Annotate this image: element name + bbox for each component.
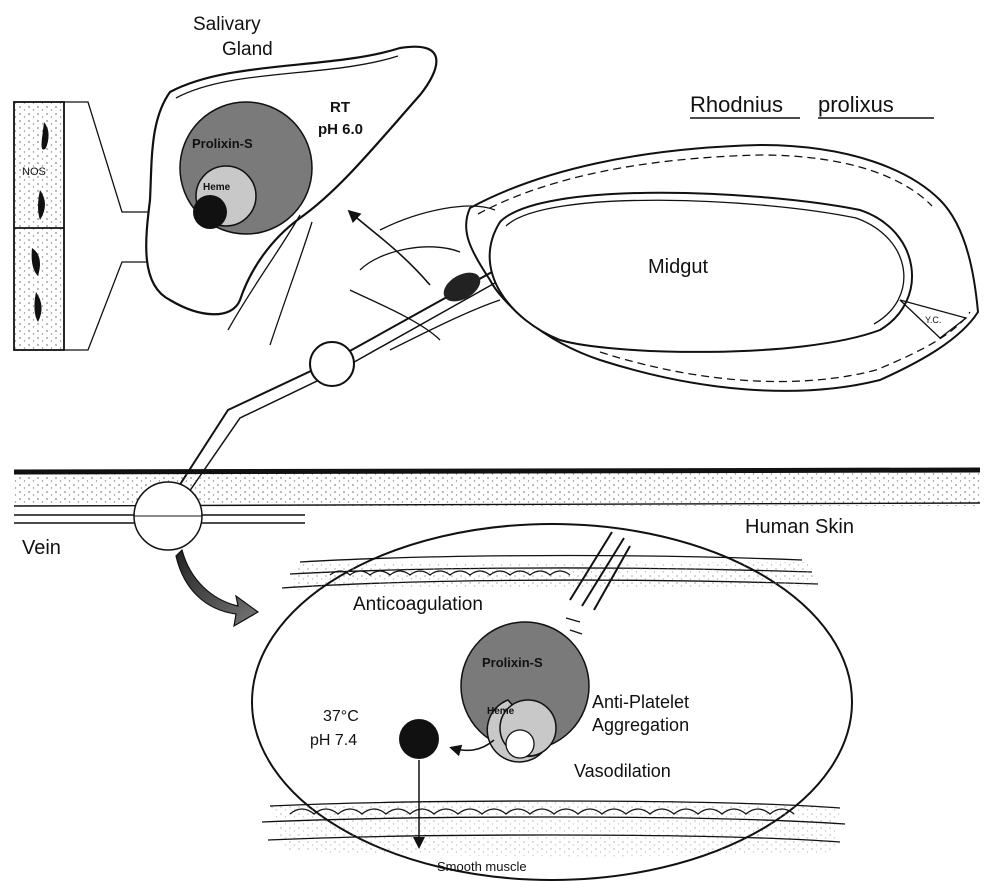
vasodilation-label: Vasodilation	[574, 761, 671, 781]
species-label: prolixus	[818, 92, 894, 117]
prolixin-complex-gland: Prolixin-S Heme	[180, 102, 312, 234]
temp-label: 37°C	[323, 708, 359, 725]
vein-label: Vein	[22, 537, 61, 559]
salivary-label-line2: Gland	[222, 39, 273, 60]
zoom-arrow	[176, 550, 258, 626]
rt-label: RT	[330, 99, 350, 116]
salivary-label-line1: Salivary	[193, 14, 261, 35]
prolixin-s-label: Prolixin-S	[192, 136, 253, 151]
nitric-oxide-bound	[193, 195, 227, 229]
nos-label: NOS	[22, 166, 46, 178]
smooth-muscle-label: Smooth muscle	[437, 859, 527, 874]
heme-label-skin: Heme	[487, 706, 515, 717]
midgut-label: Midgut	[648, 256, 708, 278]
prolixin-s-label-skin: Prolixin-S	[482, 655, 543, 670]
anti-platelet-label-line1: Anti-Platelet	[592, 692, 689, 712]
nitric-oxide-released	[399, 719, 439, 759]
genus-label: Rhodnius	[690, 92, 783, 117]
anticoagulation-label: Anticoagulation	[353, 594, 483, 615]
yc-label: Y.C.	[925, 315, 941, 325]
human-skin-label: Human Skin	[745, 516, 854, 538]
species-title: Rhodnius prolixus	[690, 92, 934, 118]
ph-gland-label: pH 6.0	[318, 121, 363, 138]
ph-skin-label: pH 7.4	[310, 732, 357, 749]
heme-label: Heme	[203, 182, 231, 193]
anti-platelet-label-line2: Aggregation	[592, 715, 689, 735]
